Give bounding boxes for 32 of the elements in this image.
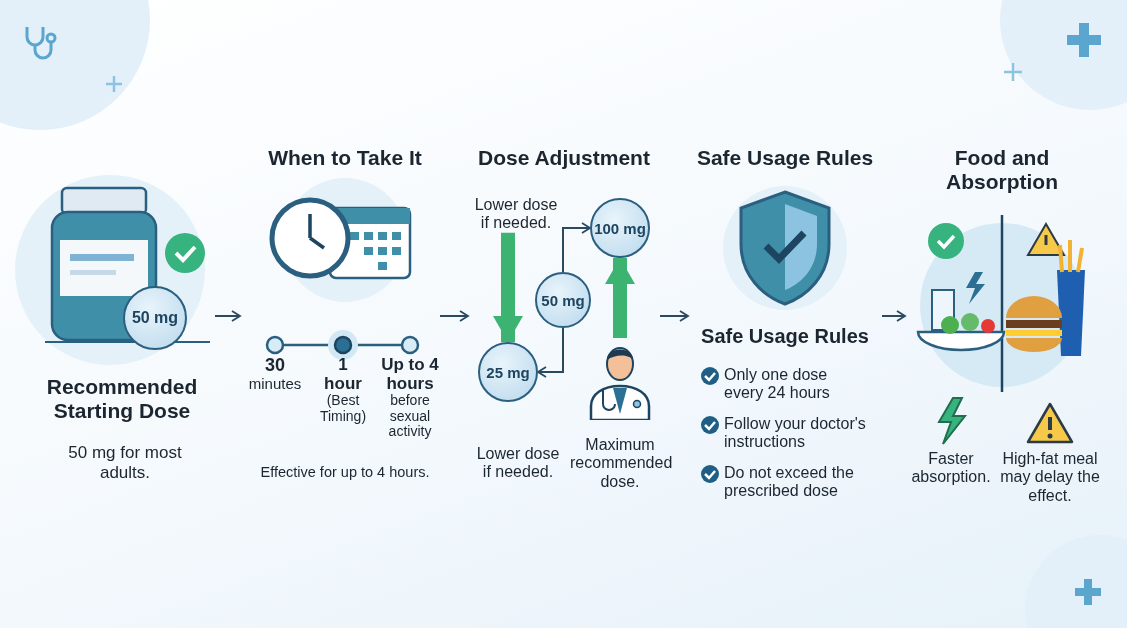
- note-text: Lower dose if needed.: [470, 196, 562, 233]
- section-heading: Recommended Starting Dose: [45, 375, 199, 424]
- arrow: [537, 327, 564, 378]
- section-heading: Dose Adjustment: [477, 146, 651, 171]
- arrow: [214, 310, 241, 322]
- time-label: 1 hour: [323, 355, 363, 394]
- section-heading: Safe Usage Rules: [695, 146, 875, 171]
- time-label: 30: [264, 355, 286, 376]
- time-note: (Best Timing): [318, 393, 368, 425]
- body-text: 50 mg for most adults.: [67, 443, 183, 483]
- thick-arrow: [493, 232, 523, 342]
- pill-tablet: 50 mg: [535, 272, 591, 328]
- body-text: Effective for up to 4 hours.: [259, 464, 431, 481]
- pill-tablet: 100 mg: [590, 198, 650, 258]
- body-text: Faster absorption.: [910, 450, 992, 487]
- body-text: High-fat meal may delay the effect.: [1000, 450, 1100, 506]
- rule-item: Do not exceed the prescribed dose: [724, 464, 855, 501]
- arrow: [659, 310, 689, 322]
- arrow: [562, 222, 591, 273]
- time-note: before sexual activity: [387, 393, 433, 440]
- subheading: Safe Usage Rules: [700, 325, 870, 348]
- arrow: [439, 310, 469, 322]
- thick-arrow: [605, 258, 635, 338]
- time-label: Up to 4 hours: [380, 355, 440, 394]
- caption-text: Maximum recommended dose.: [570, 436, 670, 492]
- rule-item: Follow your doctor's instructions: [724, 415, 867, 452]
- section-heading: Food and Absorption: [945, 146, 1059, 195]
- caption-text: Lower dose if needed.: [475, 445, 561, 482]
- section-heading: When to Take It: [267, 146, 423, 171]
- time-note: minutes: [247, 376, 303, 393]
- rule-item: Only one dose every 24 hours: [724, 366, 831, 403]
- arrow: [881, 310, 906, 322]
